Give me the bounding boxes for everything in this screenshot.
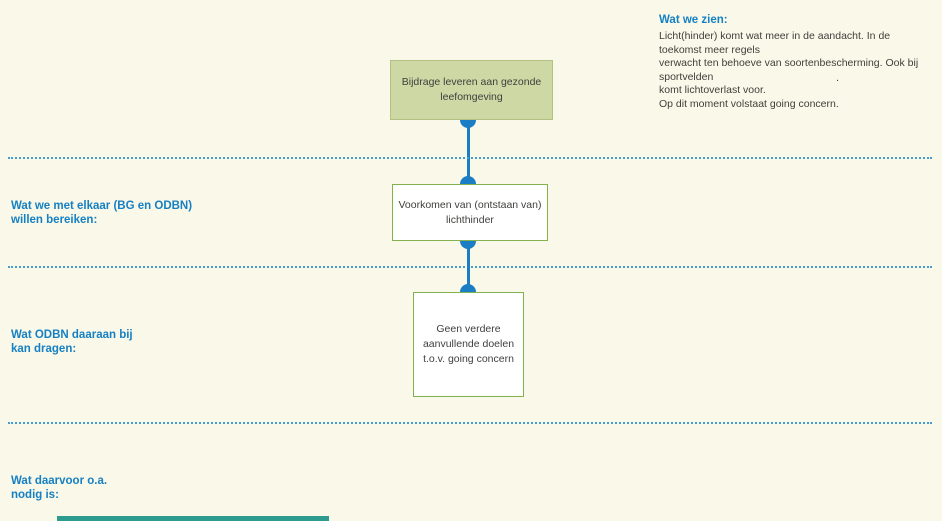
observations-block: Wat we zien: Licht(hinder) komt wat meer… (659, 13, 921, 111)
observations-body: Licht(hinder) komt wat meer in de aandac… (659, 30, 919, 110)
observations-title: Wat we zien: (659, 14, 728, 26)
contribution-box: Geen verdere aanvullende doelen t.o.v. g… (413, 292, 524, 397)
connector-objective-to-contribution (460, 241, 476, 292)
footer-teal-bar (57, 516, 329, 521)
connector-stem (466, 241, 470, 292)
dotted-separator-2 (8, 266, 932, 268)
connector-bottom-cap (460, 176, 476, 184)
objective-box: Voorkomen van (ontstaan van) lichthinder (392, 184, 548, 241)
goal-box: Bijdrage leveren aan gezonde leefomgevin… (390, 60, 553, 120)
dotted-separator-3 (8, 422, 932, 424)
row-label-achieve: Wat we met elkaar (BG en ODBN) willen be… (11, 200, 193, 226)
connector-bottom-cap (460, 284, 476, 292)
dotted-separator-1 (8, 157, 932, 159)
row-label-needed: Wat daarvoor o.a. nodig is: (11, 475, 108, 501)
connector-goal-to-objective (460, 120, 476, 184)
row-label-contribute: Wat ODBN daaraan bij kan dragen: (11, 329, 133, 355)
stray-period-mark: . (836, 72, 840, 84)
connector-stem (466, 120, 470, 184)
